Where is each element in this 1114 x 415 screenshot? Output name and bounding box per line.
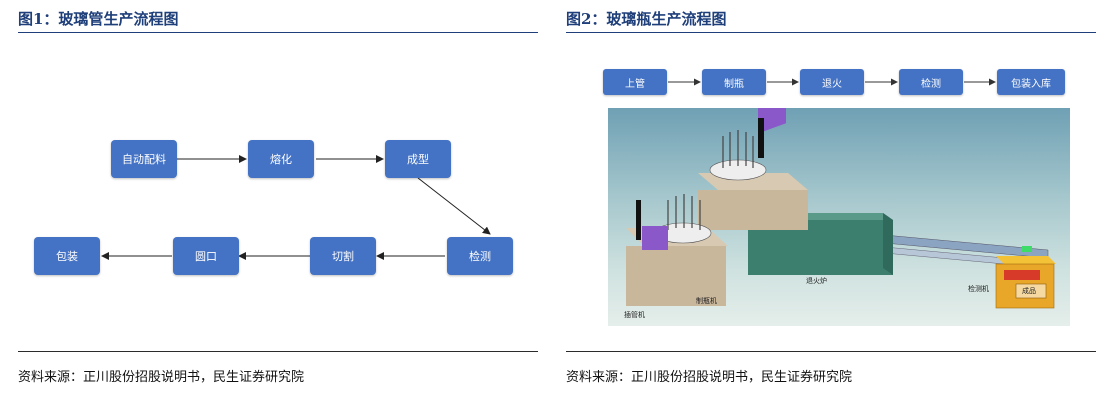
production-line-drawing: [626, 95, 1056, 309]
figure-1-top-rule: [18, 32, 538, 33]
label-bottle-machine: 制瓶机: [696, 297, 717, 305]
figure-2-source: 资料来源：正川股份招股说明书，民生证券研究院: [566, 370, 853, 385]
figure-1-arrows: [101, 155, 491, 260]
figure-2-title: 图2：玻璃瓶生产流程图: [566, 10, 727, 28]
figure-2-panel: 图2：玻璃瓶生产流程图 上管 制瓶 退火 检测 包装入库: [566, 0, 1096, 415]
node-forming: 成型: [385, 140, 451, 178]
purple-rack-left: [642, 226, 668, 250]
annealing-furnace-side: [883, 213, 893, 275]
black-arm-left: [636, 200, 641, 240]
conveyor-green-marker: [1022, 246, 1032, 252]
figure-2-bottom-rule: [566, 351, 1096, 352]
figure-1-title: 图1：玻璃管生产流程图: [18, 10, 179, 28]
node-rounding: 圆口: [173, 237, 239, 275]
black-arm-top: [758, 118, 764, 158]
step-annealing: 退火: [800, 69, 864, 95]
arrow-3: [417, 177, 491, 235]
figure-1-source: 资料来源：正川股份招股说明书，民生证券研究院: [18, 370, 305, 385]
machine-base-left-front: [626, 246, 726, 306]
label-annealing-furnace: 退火炉: [806, 277, 827, 285]
figure-1-panel: 图1：玻璃管生产流程图 自动配料 熔化 成型 检测 切割 圆口 包装 资料来源：…: [18, 0, 538, 415]
label-tube-machine: 插管机: [624, 311, 645, 319]
node-cutting: 切割: [310, 237, 376, 275]
step-inspection: 检测: [899, 69, 963, 95]
figure-1-bottom-rule: [18, 351, 538, 352]
inspection-red-panel: [1004, 270, 1040, 280]
label-inspection-machine: 检测机: [968, 285, 989, 293]
finished-bin: [1015, 283, 1047, 299]
step-pack-store: 包装入库: [997, 69, 1065, 95]
production-line-illustration: 插管机 制瓶机 退火炉 检测机 成品: [608, 95, 1070, 326]
step-load-tube: 上管: [603, 69, 667, 95]
node-melting: 熔化: [248, 140, 314, 178]
machine-base-top-front: [698, 190, 808, 230]
figure-2-top-rule: [566, 32, 1096, 33]
step-bottle-making: 制瓶: [702, 69, 766, 95]
figure-2-step-arrows: [668, 78, 996, 86]
node-auto-batching: 自动配料: [111, 140, 177, 178]
label-finished: 成品: [1022, 287, 1036, 295]
node-inspection: 检测: [447, 237, 513, 275]
node-packaging: 包装: [34, 237, 100, 275]
inspection-machine-top: [996, 256, 1056, 264]
